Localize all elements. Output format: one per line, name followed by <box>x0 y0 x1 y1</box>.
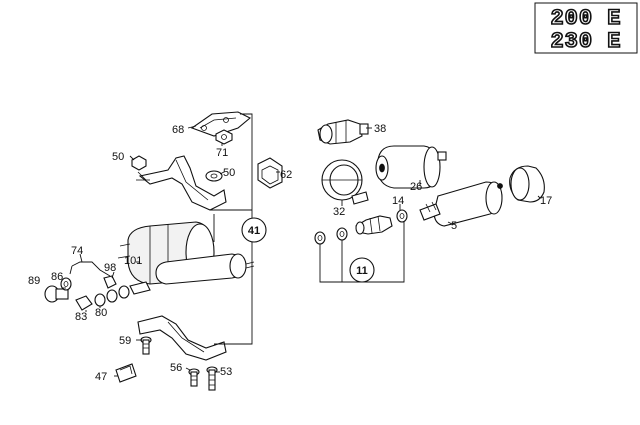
callout-26: 26 <box>410 181 422 193</box>
model-badge: 200 E 230 E <box>534 2 638 55</box>
callout-14: 14 <box>392 195 404 207</box>
callout-86: 86 <box>51 271 63 283</box>
callout-89: 89 <box>28 275 40 287</box>
part-89-banjo-bolt <box>44 285 69 303</box>
callout-50-right: 50 <box>223 167 235 179</box>
part-86-washer <box>60 277 72 291</box>
part-68-bracket <box>190 111 251 137</box>
part-53-screw <box>206 366 218 391</box>
callout-62: 62 <box>280 169 292 181</box>
callout-41-circle: 41 <box>241 217 267 243</box>
model-200e: 200 E <box>550 6 621 31</box>
sealing-washers <box>314 209 408 245</box>
part-74-pipe <box>69 261 111 277</box>
callout-71: 71 <box>216 147 228 159</box>
left-leader-lines <box>62 113 280 377</box>
callout-32: 32 <box>333 206 345 218</box>
callout-11-circle: 11 <box>349 257 375 283</box>
part-47-clip <box>115 363 137 383</box>
part-62-rubber-block <box>257 157 283 189</box>
part-50-nut-right <box>205 170 223 182</box>
part-83-fitting <box>75 295 93 311</box>
callout-56: 56 <box>170 362 182 374</box>
pump-accumulator <box>155 253 255 285</box>
svg-text:41: 41 <box>248 225 260 237</box>
pipe-nipple <box>129 281 151 295</box>
part-98-connector <box>103 275 117 289</box>
callout-101: 101 <box>124 255 142 267</box>
callout-98: 98 <box>104 262 116 274</box>
part-14-check-valve <box>355 215 393 235</box>
callout-59: 59 <box>119 335 131 347</box>
part-17-rubber-sleeve <box>509 165 545 203</box>
callout-80: 80 <box>95 307 107 319</box>
callout-74: 74 <box>71 245 83 257</box>
part-32-filter-clamp <box>321 159 369 205</box>
callout-38: 38 <box>374 123 386 135</box>
callout-83: 83 <box>75 311 87 323</box>
part-26-fuel-filter <box>375 145 447 189</box>
part-80-washers <box>94 285 130 307</box>
callout-53: 53 <box>220 366 232 378</box>
upper-clamp-bracket <box>136 155 227 211</box>
part-5-fuel-pump <box>419 181 503 227</box>
part-50-nut-left <box>131 155 147 171</box>
model-230e: 230 E <box>550 29 621 54</box>
part-59-screw <box>140 336 152 355</box>
callout-50-left: 50 <box>112 151 124 163</box>
part-56-screw <box>188 368 200 387</box>
svg-text:11: 11 <box>356 265 368 277</box>
part-38-pressure-damper <box>317 119 369 145</box>
callout-17: 17 <box>540 195 552 207</box>
callout-68: 68 <box>172 124 184 136</box>
part-71-nut <box>215 129 233 145</box>
callout-labels: 68 71 50 50 62 74 101 98 89 86 83 80 59 … <box>28 123 552 383</box>
lower-clamp-bracket <box>137 315 227 361</box>
callout-47: 47 <box>95 371 107 383</box>
callout-5: 5 <box>451 220 457 232</box>
